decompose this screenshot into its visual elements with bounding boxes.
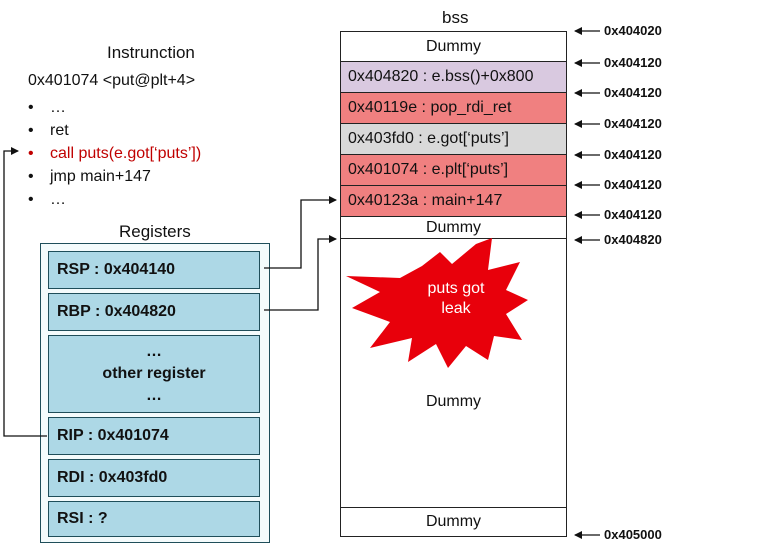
instruction-line: •ret — [22, 119, 201, 142]
register-rdi: RDI : 0x403fd0 — [48, 459, 260, 497]
address-label: 0x404120 — [604, 116, 662, 131]
address-label: 0x404820 — [604, 232, 662, 247]
stack-cell-plt-puts: 0x401074 : e.plt[‘puts’] — [341, 155, 566, 186]
rbp-pointer-arrow — [264, 235, 337, 311]
address-label: 0x404020 — [604, 23, 662, 38]
instruction-line: •jmp main+147 — [22, 165, 201, 188]
rip-pointer-arrow — [3, 147, 47, 437]
stack-cell-pop-rdi: 0x40119e : pop_rdi_ret — [341, 93, 566, 124]
register-other-ellipsis-bottom: … — [146, 387, 162, 404]
register-rsi: RSI : ? — [48, 501, 260, 537]
address-label: 0x404120 — [604, 207, 662, 222]
instruction-title: Instrunction — [107, 43, 195, 62]
address-label: 0x404120 — [604, 147, 662, 162]
instruction-list: •… •ret •call puts(e.got[‘puts’]) •jmp m… — [22, 96, 201, 211]
stack-cell-bss-offset: 0x404820 : e.bss()+0x800 — [341, 62, 566, 93]
instruction-line: •… — [22, 96, 201, 119]
instruction-header: 0x401074 <put@plt+4> — [28, 72, 196, 89]
leak-burst-label: puts got leak — [427, 280, 485, 317]
register-rbp: RBP : 0x404820 — [48, 293, 260, 331]
bullet-icon: • — [28, 145, 34, 162]
stack-cell-dummy-bottom: Dummy — [341, 507, 566, 536]
stack-cell-dummy-top: Dummy — [341, 32, 566, 62]
address-label: 0x404120 — [604, 85, 662, 100]
address-label: 0x405000 — [604, 527, 662, 542]
instruction-line: •… — [22, 188, 201, 211]
stack-cell-got-puts: 0x403fd0 : e.got[‘puts’] — [341, 124, 566, 155]
register-other: … other register … — [48, 335, 260, 413]
register-rsp: RSP : 0x404140 — [48, 251, 260, 289]
register-other-label: other register — [102, 365, 206, 382]
bullet-icon: • — [28, 122, 34, 139]
bullet-icon: • — [28, 168, 34, 185]
bullet-icon: • — [28, 191, 34, 208]
registers-panel: RSP : 0x404140 RBP : 0x404820 … other re… — [40, 243, 270, 543]
address-arrows — [574, 27, 600, 539]
instruction-line-current: •call puts(e.got[‘puts’]) — [22, 142, 201, 165]
address-label: 0x404120 — [604, 177, 662, 192]
register-other-ellipsis-top: … — [146, 343, 162, 360]
bss-title: bss — [442, 8, 469, 27]
address-label: 0x404120 — [604, 55, 662, 70]
stack-cell-dummy: Dummy — [341, 217, 566, 239]
stack-region-dummy: Dummy — [425, 393, 482, 410]
stack-cell-main: 0x40123a : main+147 — [341, 186, 566, 217]
rsp-pointer-arrow — [264, 196, 337, 269]
bullet-icon: • — [28, 99, 34, 116]
leak-burst-shape — [346, 238, 528, 368]
registers-title: Registers — [119, 222, 191, 241]
register-rip: RIP : 0x401074 — [48, 417, 260, 455]
